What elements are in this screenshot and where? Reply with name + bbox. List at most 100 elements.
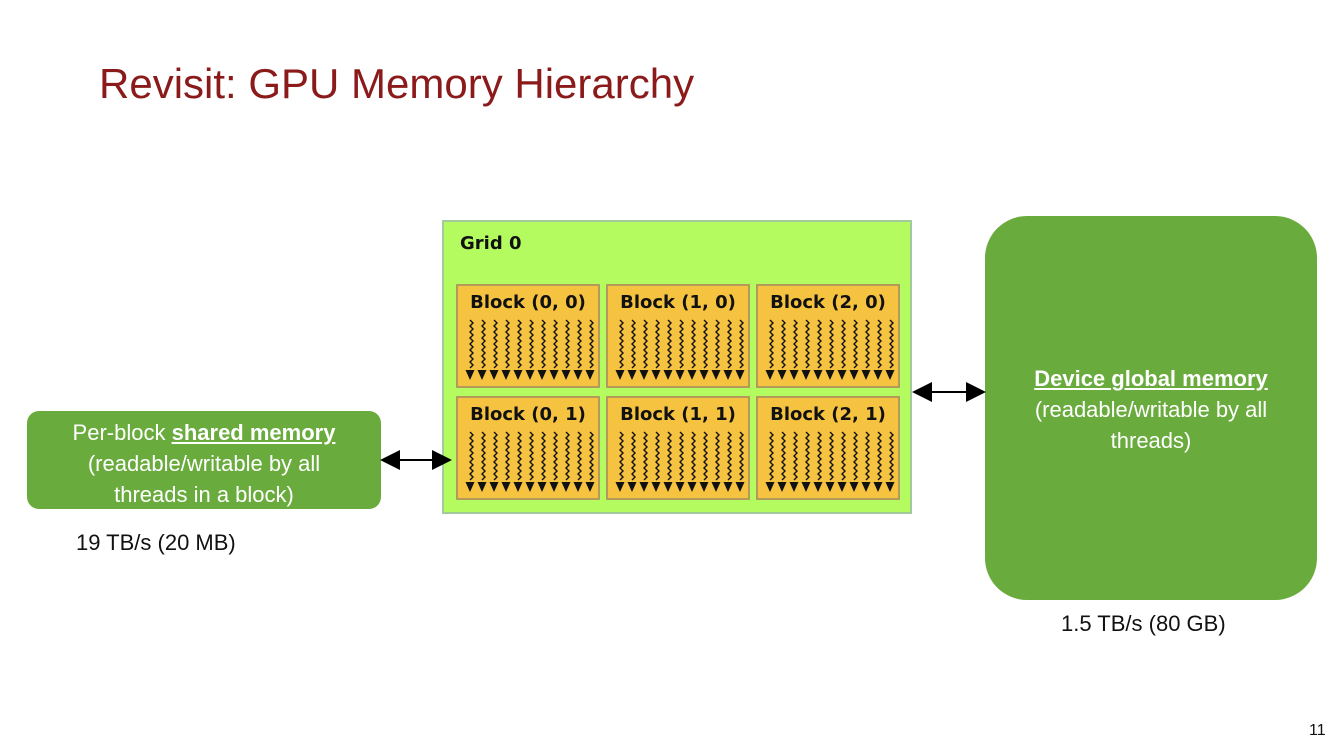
thread-squiggle <box>469 319 474 369</box>
thread-squiggle <box>739 319 744 369</box>
thread-arrowhead <box>885 370 895 380</box>
threads-icon <box>765 319 895 380</box>
thread-arrowhead <box>561 370 571 380</box>
thread-squiggle <box>691 319 696 369</box>
thread-squiggle <box>679 431 684 481</box>
thread-squiggle <box>631 319 636 369</box>
thread-arrowhead <box>525 482 535 492</box>
block-label: Block (2, 1) <box>770 404 886 425</box>
thread-squiggle <box>841 431 846 481</box>
thread-arrowhead <box>663 482 673 492</box>
thread-squiggle <box>829 431 834 481</box>
block-label: Block (1, 1) <box>620 404 736 425</box>
global-memory-line3: threads) <box>1110 428 1192 453</box>
thread-arrowhead <box>615 482 625 492</box>
thread-squiggle <box>565 319 570 369</box>
thread-arrowhead <box>789 370 799 380</box>
thread-squiggle <box>541 431 546 481</box>
thread-arrowhead <box>585 370 595 380</box>
shared-memory-prefix: Per-block <box>72 420 172 445</box>
thread-squiggle <box>703 431 708 481</box>
thread-arrowhead <box>477 482 487 492</box>
thread-arrowhead <box>663 370 673 380</box>
thread-squiggle <box>643 319 648 369</box>
thread-squiggle <box>727 431 732 481</box>
thread-arrowhead <box>501 482 511 492</box>
shared-memory-emphasis: shared memory <box>171 420 336 445</box>
slide-title: Revisit: GPU Memory Hierarchy <box>99 60 695 107</box>
thread-squiggle <box>565 431 570 481</box>
thread-arrowhead <box>849 482 859 492</box>
thread-squiggle <box>469 431 474 481</box>
thread-arrowhead <box>861 482 871 492</box>
thread-arrowhead <box>549 370 559 380</box>
thread-squiggle <box>493 319 498 369</box>
thread-squiggle <box>769 319 774 369</box>
thread-squiggle <box>865 319 870 369</box>
thread-squiggle <box>829 319 834 369</box>
thread-squiggle <box>553 431 558 481</box>
block-1-0: Block (1, 0) <box>606 284 750 388</box>
thread-squiggle <box>655 319 660 369</box>
thread-squiggle <box>715 431 720 481</box>
thread-arrowhead <box>777 482 787 492</box>
thread-arrowhead <box>561 482 571 492</box>
thread-squiggle <box>889 319 894 369</box>
thread-arrowhead <box>489 482 499 492</box>
thread-squiggle <box>643 431 648 481</box>
thread-arrowhead <box>723 370 733 380</box>
shared-memory-line3: threads in a block) <box>114 482 294 507</box>
thread-squiggle <box>529 319 534 369</box>
block-label: Block (2, 0) <box>770 292 886 313</box>
thread-squiggle <box>817 431 822 481</box>
thread-arrowhead <box>885 482 895 492</box>
block-2-0: Block (2, 0) <box>756 284 900 388</box>
block-label: Block (1, 0) <box>620 292 736 313</box>
thread-squiggle <box>577 431 582 481</box>
thread-arrowhead <box>699 370 709 380</box>
thread-squiggle <box>493 431 498 481</box>
thread-squiggle <box>793 431 798 481</box>
thread-arrowhead <box>825 370 835 380</box>
thread-arrowhead <box>585 482 595 492</box>
thread-arrowhead <box>513 370 523 380</box>
thread-squiggle <box>889 431 894 481</box>
thread-arrowhead <box>537 370 547 380</box>
shared-memory-box: Per-block shared memory (readable/writab… <box>27 411 381 509</box>
thread-squiggle <box>853 431 858 481</box>
thread-squiggle <box>589 319 594 369</box>
page-number: 11 <box>1309 722 1326 739</box>
thread-arrowhead <box>825 482 835 492</box>
thread-arrowhead <box>513 482 523 492</box>
thread-arrowhead <box>837 482 847 492</box>
thread-arrowhead <box>699 482 709 492</box>
thread-arrowhead <box>651 482 661 492</box>
thread-squiggle <box>817 319 822 369</box>
block-0-0: Block (0, 0) <box>456 284 600 388</box>
thread-arrowhead <box>465 370 475 380</box>
thread-arrowhead <box>627 482 637 492</box>
thread-squiggle <box>577 319 582 369</box>
thread-arrowhead <box>465 482 475 492</box>
shared-memory-caption: 19 TB/s (20 MB) <box>76 530 236 555</box>
thread-squiggle <box>541 319 546 369</box>
thread-squiggle <box>631 431 636 481</box>
thread-arrowhead <box>735 370 745 380</box>
thread-squiggle <box>703 319 708 369</box>
thread-arrowhead <box>801 370 811 380</box>
thread-arrowhead <box>639 482 649 492</box>
threads-icon <box>615 319 745 380</box>
thread-arrowhead <box>765 370 775 380</box>
thread-arrowhead <box>627 370 637 380</box>
thread-arrowhead <box>537 482 547 492</box>
thread-squiggle <box>853 319 858 369</box>
thread-arrowhead <box>813 370 823 380</box>
block-label: Block (0, 0) <box>470 292 586 313</box>
thread-squiggle <box>691 431 696 481</box>
thread-arrowhead <box>651 370 661 380</box>
thread-arrowhead <box>573 370 583 380</box>
thread-arrowhead <box>873 370 883 380</box>
thread-arrowhead <box>639 370 649 380</box>
thread-squiggle <box>805 319 810 369</box>
thread-squiggle <box>589 431 594 481</box>
